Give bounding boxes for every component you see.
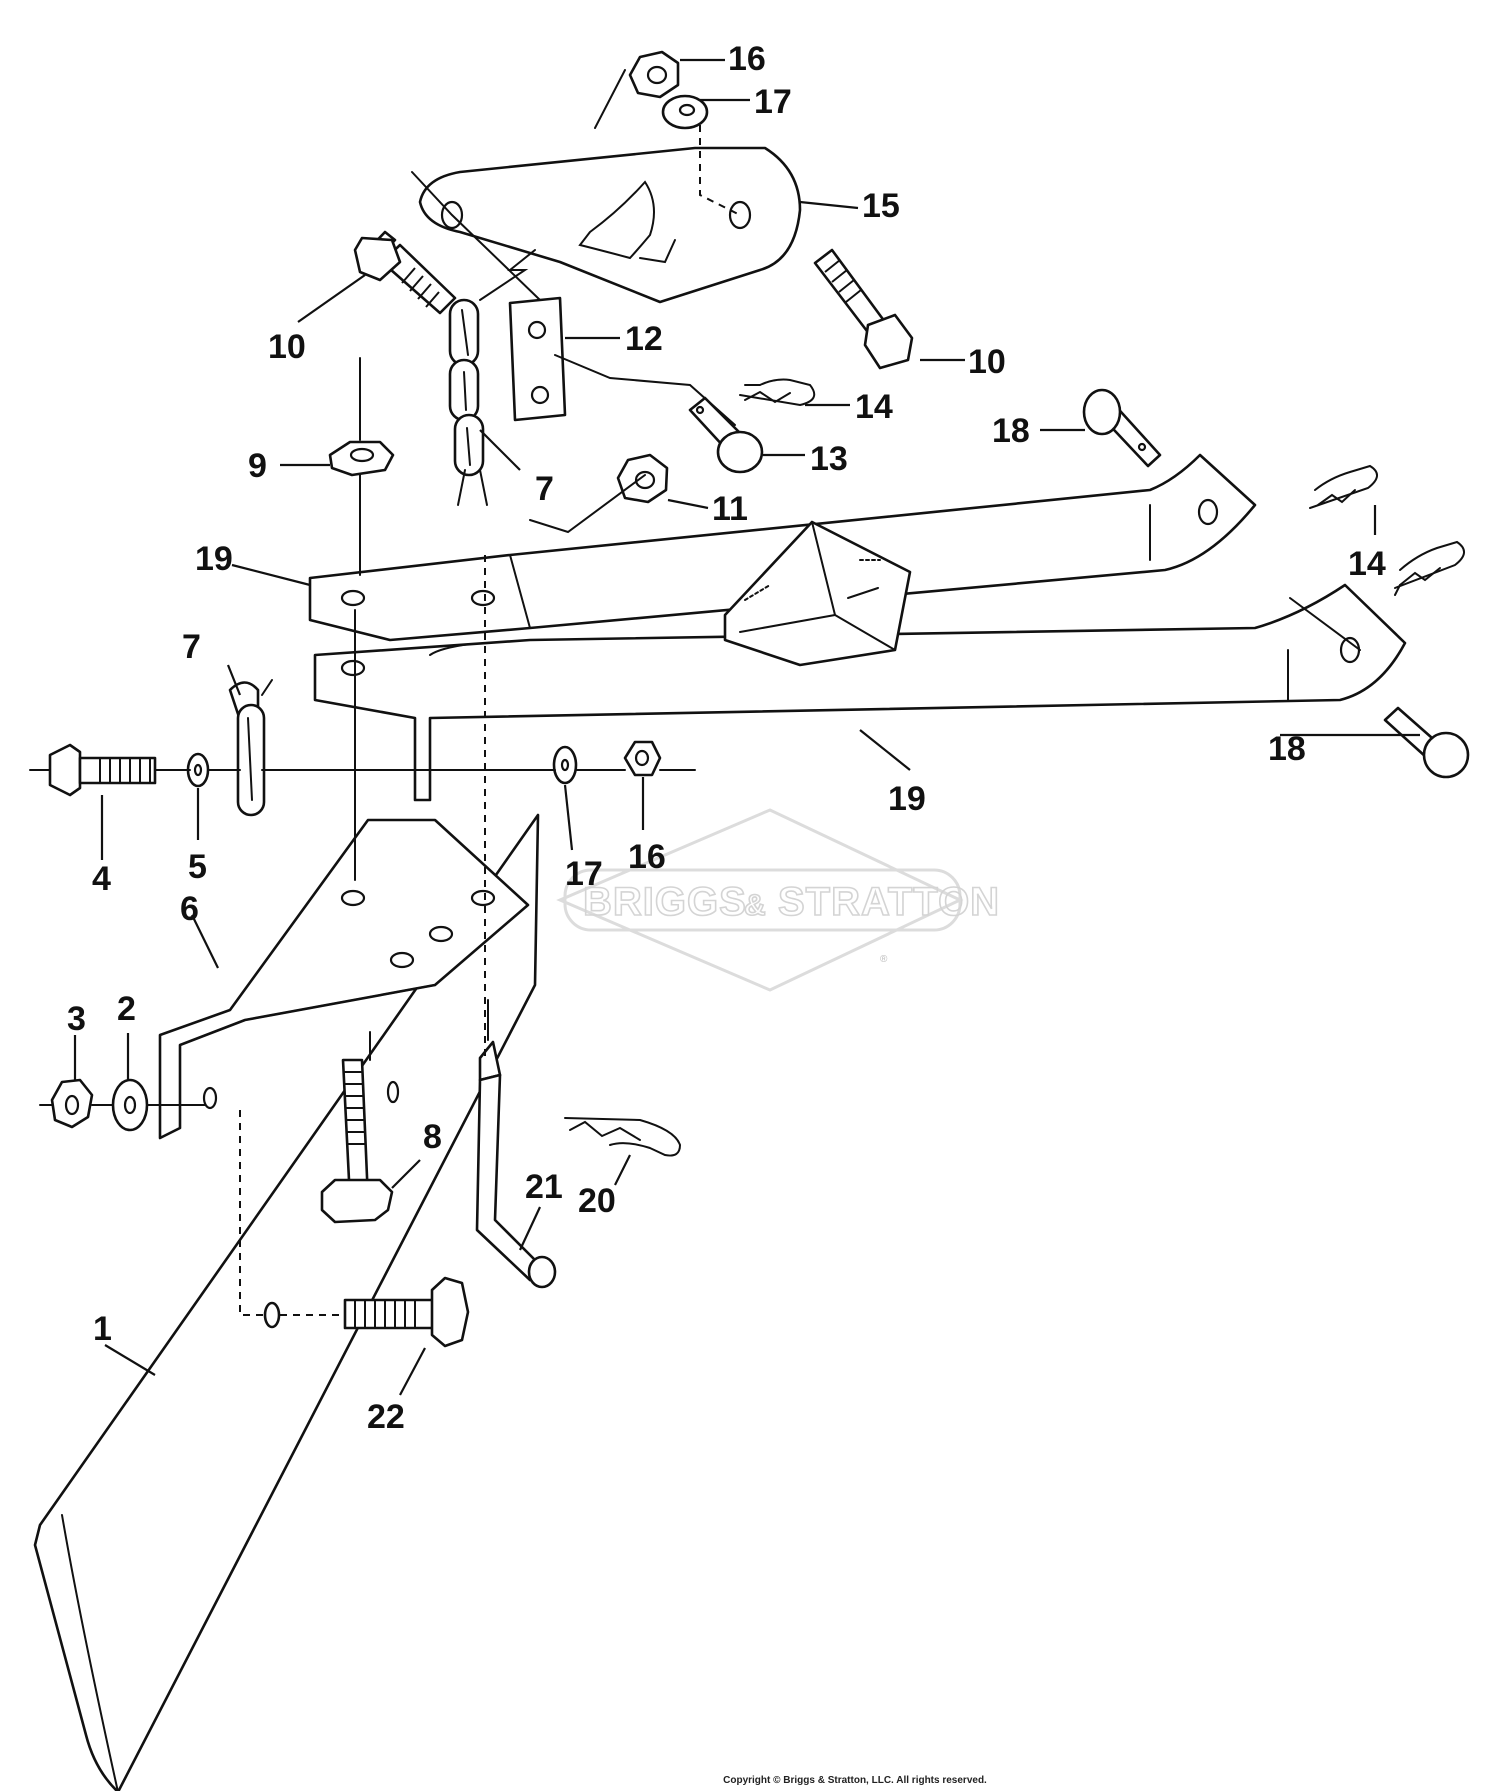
callout-16-top: 16	[728, 40, 766, 78]
callout-17-middle: 17	[565, 855, 603, 893]
part-9-nut	[328, 440, 395, 477]
callout-10-right: 10	[968, 343, 1006, 381]
cross-member-block	[723, 520, 912, 667]
callout-21: 21	[525, 1168, 563, 1206]
copyright-notice: Copyright © Briggs & Stratton, LLC. All …	[0, 1775, 1500, 1786]
part-3-nut	[50, 1078, 94, 1129]
callout-20: 20	[578, 1182, 616, 1220]
part-6-bracket	[158, 818, 530, 1140]
callout-14-upper: 14	[855, 388, 893, 426]
callout-1: 1	[93, 1310, 112, 1348]
callout-14-right: 14	[1348, 545, 1386, 583]
part-7-upper-chain	[448, 298, 488, 506]
part-19-upper-arm	[308, 453, 1257, 642]
callout-10-left: 10	[268, 328, 306, 366]
callout-18-lower: 18	[1268, 730, 1306, 768]
part-11-nut	[616, 453, 669, 504]
watermark-right: STRATTON	[778, 880, 1000, 924]
callout-18-upper: 18	[992, 412, 1030, 450]
callout-7-lower: 7	[182, 628, 201, 666]
callout-22: 22	[367, 1398, 405, 1436]
watermark-left: BRIGGS	[583, 880, 747, 924]
part-8-bolt	[320, 1058, 400, 1224]
watermark-amp: &	[744, 889, 767, 922]
callout-17-top: 17	[754, 83, 792, 121]
copyright-text: Copyright © Briggs & Stratton, LLC. All …	[723, 1775, 987, 1786]
part-19-lower-arm	[313, 583, 1407, 802]
callout-19-lower: 19	[888, 780, 926, 818]
callout-16-middle: 16	[628, 838, 666, 876]
part-16-nut-top	[628, 50, 680, 99]
callout-2: 2	[117, 990, 136, 1028]
callout-11: 11	[712, 490, 748, 528]
part-7-lower-chain	[228, 679, 273, 817]
part-13-clevis-pin	[688, 396, 764, 474]
callout-5: 5	[188, 848, 207, 886]
watermark-registered: ®	[880, 954, 888, 965]
part-14-hair-pin-right-1	[1309, 464, 1378, 509]
callout-6: 6	[180, 890, 199, 928]
part-14-hair-pin-upper	[739, 378, 816, 407]
part-17-washer-middle	[552, 745, 578, 785]
callout-labels: 16 17 15 10 12 10 14 13 18 9 7 11 14 19 …	[67, 40, 1386, 1436]
part-20-hair-pin	[564, 1117, 682, 1157]
part-14-hair-pin-right-2	[1394, 540, 1465, 596]
callout-12: 12	[625, 320, 663, 358]
part-16-nut-middle	[623, 740, 662, 777]
part-22-bolt	[263, 1276, 470, 1348]
callout-3: 3	[67, 1000, 86, 1038]
part-10-bolt-left	[353, 230, 457, 315]
callout-15: 15	[862, 187, 900, 225]
part-18-pin-upper	[1082, 388, 1162, 468]
part-10-bolt-right	[813, 248, 914, 370]
part-2-washer	[111, 1078, 149, 1132]
callout-4: 4	[92, 860, 111, 898]
callout-9: 9	[248, 447, 267, 485]
part-15-hitch-plate	[418, 146, 802, 304]
part-17-washer-top	[661, 94, 709, 130]
part-18-pin-lower	[1383, 706, 1470, 779]
callout-7-upper: 7	[535, 470, 554, 508]
callout-8: 8	[423, 1118, 442, 1156]
callout-19-upper: 19	[195, 540, 233, 578]
part-1-blade	[33, 813, 540, 1791]
part-21-pin	[475, 1040, 557, 1289]
part-4-bolt	[48, 743, 157, 797]
callout-13: 13	[810, 440, 848, 478]
leader-lines	[73, 58, 1420, 1396]
alignment-lines	[29, 69, 1361, 1316]
part-12-plate	[508, 296, 567, 422]
brand-watermark: BRIGGS & STRATTON ®	[556, 808, 1000, 992]
